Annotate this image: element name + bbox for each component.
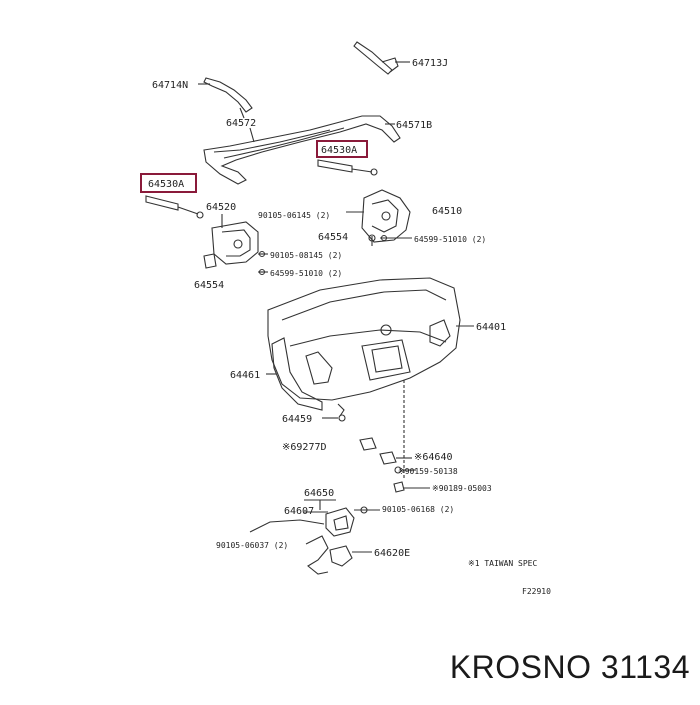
- trunk-lid: [267, 277, 474, 401]
- lock-assembly: [249, 499, 380, 575]
- label-64401: 64401: [476, 322, 506, 333]
- clip-64459: [322, 403, 346, 422]
- label-64713j: 64713J: [412, 58, 448, 69]
- garnish-moulding: [266, 337, 323, 411]
- label-64650: 64650: [304, 488, 334, 499]
- label-64554-left: 64554: [194, 280, 224, 291]
- label-64510: 64510: [432, 206, 462, 217]
- hinge-arm-64714n: [198, 77, 253, 119]
- label-69277d: ※69277D: [282, 442, 327, 453]
- label-64640: ※64640: [414, 452, 452, 463]
- hinge-bracket-left: [203, 214, 268, 276]
- note-taiwan-spec: ※1 TAIWAN SPEC: [468, 559, 538, 568]
- label-64530a-right: 64530A: [321, 145, 357, 156]
- label-64571b: 64571B: [396, 120, 432, 131]
- label-64554-right: 64554: [318, 232, 348, 243]
- lock-cylinder-parts: [359, 437, 430, 493]
- hinge-bracket-right: [346, 189, 412, 246]
- label-90105-06168: 90105-06168 (2): [382, 505, 454, 514]
- gas-strut-left: [145, 195, 204, 219]
- label-90105-06145: 90105-06145 (2): [258, 211, 330, 220]
- drawing-code: F22910: [522, 587, 551, 596]
- label-64599-51010-right: 64599-51010 (2): [414, 235, 486, 244]
- label-64714n: 64714N: [152, 80, 188, 91]
- label-64530a-left: 64530A: [148, 179, 184, 190]
- label-90105-06037: 90105-06037 (2): [216, 541, 288, 550]
- highlight-box-left: [140, 173, 197, 193]
- label-64520: 64520: [206, 202, 236, 213]
- highlight-box-right: [316, 140, 368, 158]
- label-64461: 64461: [230, 370, 260, 381]
- gas-strut-right: [317, 159, 378, 176]
- label-90189-05003: ※90189-05003: [432, 484, 492, 493]
- label-90159-50138: ※90159-50138: [398, 467, 458, 476]
- label-90105-08145: 90105-08145 (2): [270, 251, 342, 260]
- label-64572: 64572: [226, 118, 256, 129]
- brand-part-number: KROSNO 31134: [449, 649, 690, 685]
- hinge-arm-64713j: [353, 41, 410, 75]
- hinge-assembly: [203, 115, 401, 185]
- label-64459: 64459: [282, 414, 312, 425]
- label-64607: 64607: [284, 506, 314, 517]
- label-64599-51010-left: 64599-51010 (2): [270, 269, 342, 278]
- label-64620e: 64620E: [374, 548, 410, 559]
